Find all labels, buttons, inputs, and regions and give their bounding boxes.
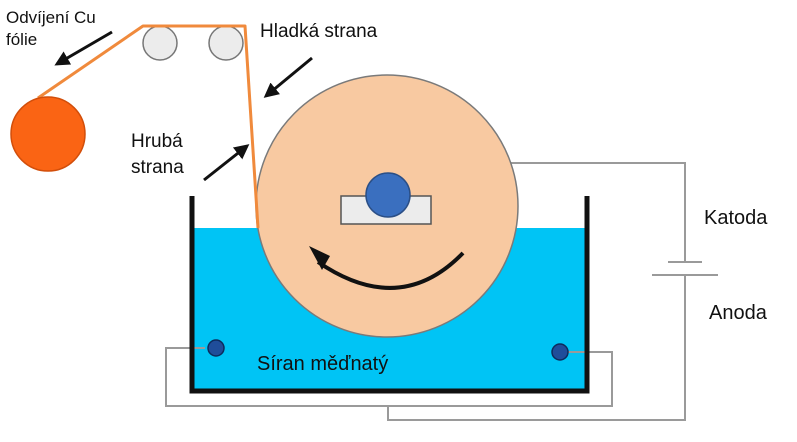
label-smooth-side: Hladká strana [260, 21, 378, 42]
electrolytic-tank [189, 196, 590, 394]
guide-roller-right [208, 25, 244, 61]
label-rough-side-line1: Hrubá [131, 131, 183, 152]
anode-left [207, 339, 225, 357]
label-unwinding-line2: fólie [6, 30, 38, 49]
label-rough-side-line2: strana [131, 157, 184, 178]
copper-foil [37, 24, 260, 229]
rotation-arrow [316, 251, 465, 290]
smooth-side-arrow [263, 56, 313, 98]
unwinding-direction-arrow [54, 30, 113, 66]
label-cathode: Katoda [704, 207, 768, 229]
rough-side-arrow [203, 144, 250, 182]
guide-roller-left [142, 25, 178, 61]
rotation-arrowhead [309, 246, 330, 270]
label-unwinding-line1: Odvíjení Cu [6, 8, 96, 27]
label-anode: Anoda [709, 302, 767, 324]
copper-foil-roll [10, 96, 86, 172]
drum-axle [365, 172, 411, 218]
anode-right [551, 343, 569, 361]
label-electrolyte: Síran měďnatý [257, 353, 389, 375]
